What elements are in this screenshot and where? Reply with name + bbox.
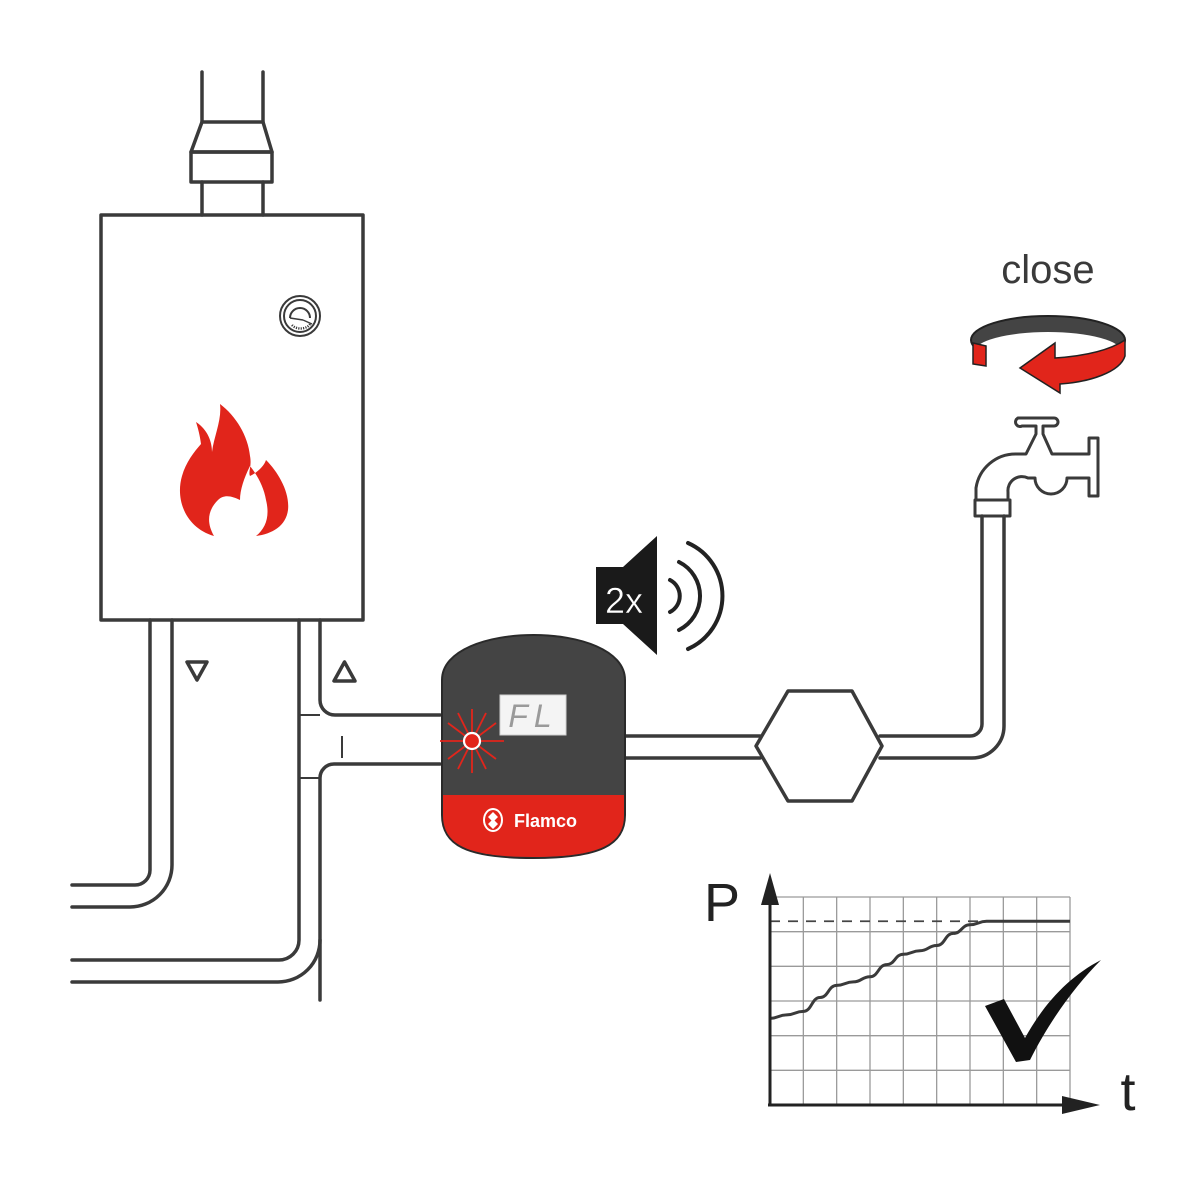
supply-pipe xyxy=(623,514,1006,760)
chart-grid xyxy=(770,896,1071,1105)
x-axis-label: t xyxy=(1120,1062,1135,1122)
flamco-device[interactable]: FL Flamco xyxy=(440,634,626,860)
device-display xyxy=(499,694,567,736)
flow-down-arrow-icon xyxy=(185,660,209,682)
repeat-count-label: 2x xyxy=(605,580,643,621)
check-mark-icon xyxy=(985,960,1101,1062)
speaker-icon xyxy=(596,536,657,655)
boiler-body xyxy=(99,213,365,622)
tap-action-label: close xyxy=(1001,248,1094,292)
brand-label: Flamco xyxy=(514,811,577,831)
water-tap-icon[interactable] xyxy=(973,416,1100,518)
rotate-counterclockwise-icon xyxy=(970,315,1126,395)
x-axis-arrow-icon xyxy=(1062,1096,1100,1114)
y-axis-label: P xyxy=(704,873,740,933)
led-blinking-icon xyxy=(440,709,504,773)
sound-waves-icon xyxy=(668,541,725,651)
filter-hexagon xyxy=(754,689,884,803)
flow-up-arrow-icon xyxy=(332,660,357,683)
alarm-indicator: 2x xyxy=(596,536,725,655)
chimney-icon xyxy=(189,70,274,217)
pressure-chart: P t xyxy=(704,873,1136,1122)
pressure-gauge-icon xyxy=(279,295,321,337)
display-text: FL xyxy=(508,698,557,734)
flamco-logo-icon xyxy=(483,808,503,832)
flame-icon xyxy=(179,404,289,536)
boiler-pipes xyxy=(70,618,442,1002)
pressure-series-line xyxy=(769,919,1070,1020)
y-axis-arrow-icon xyxy=(761,873,779,905)
